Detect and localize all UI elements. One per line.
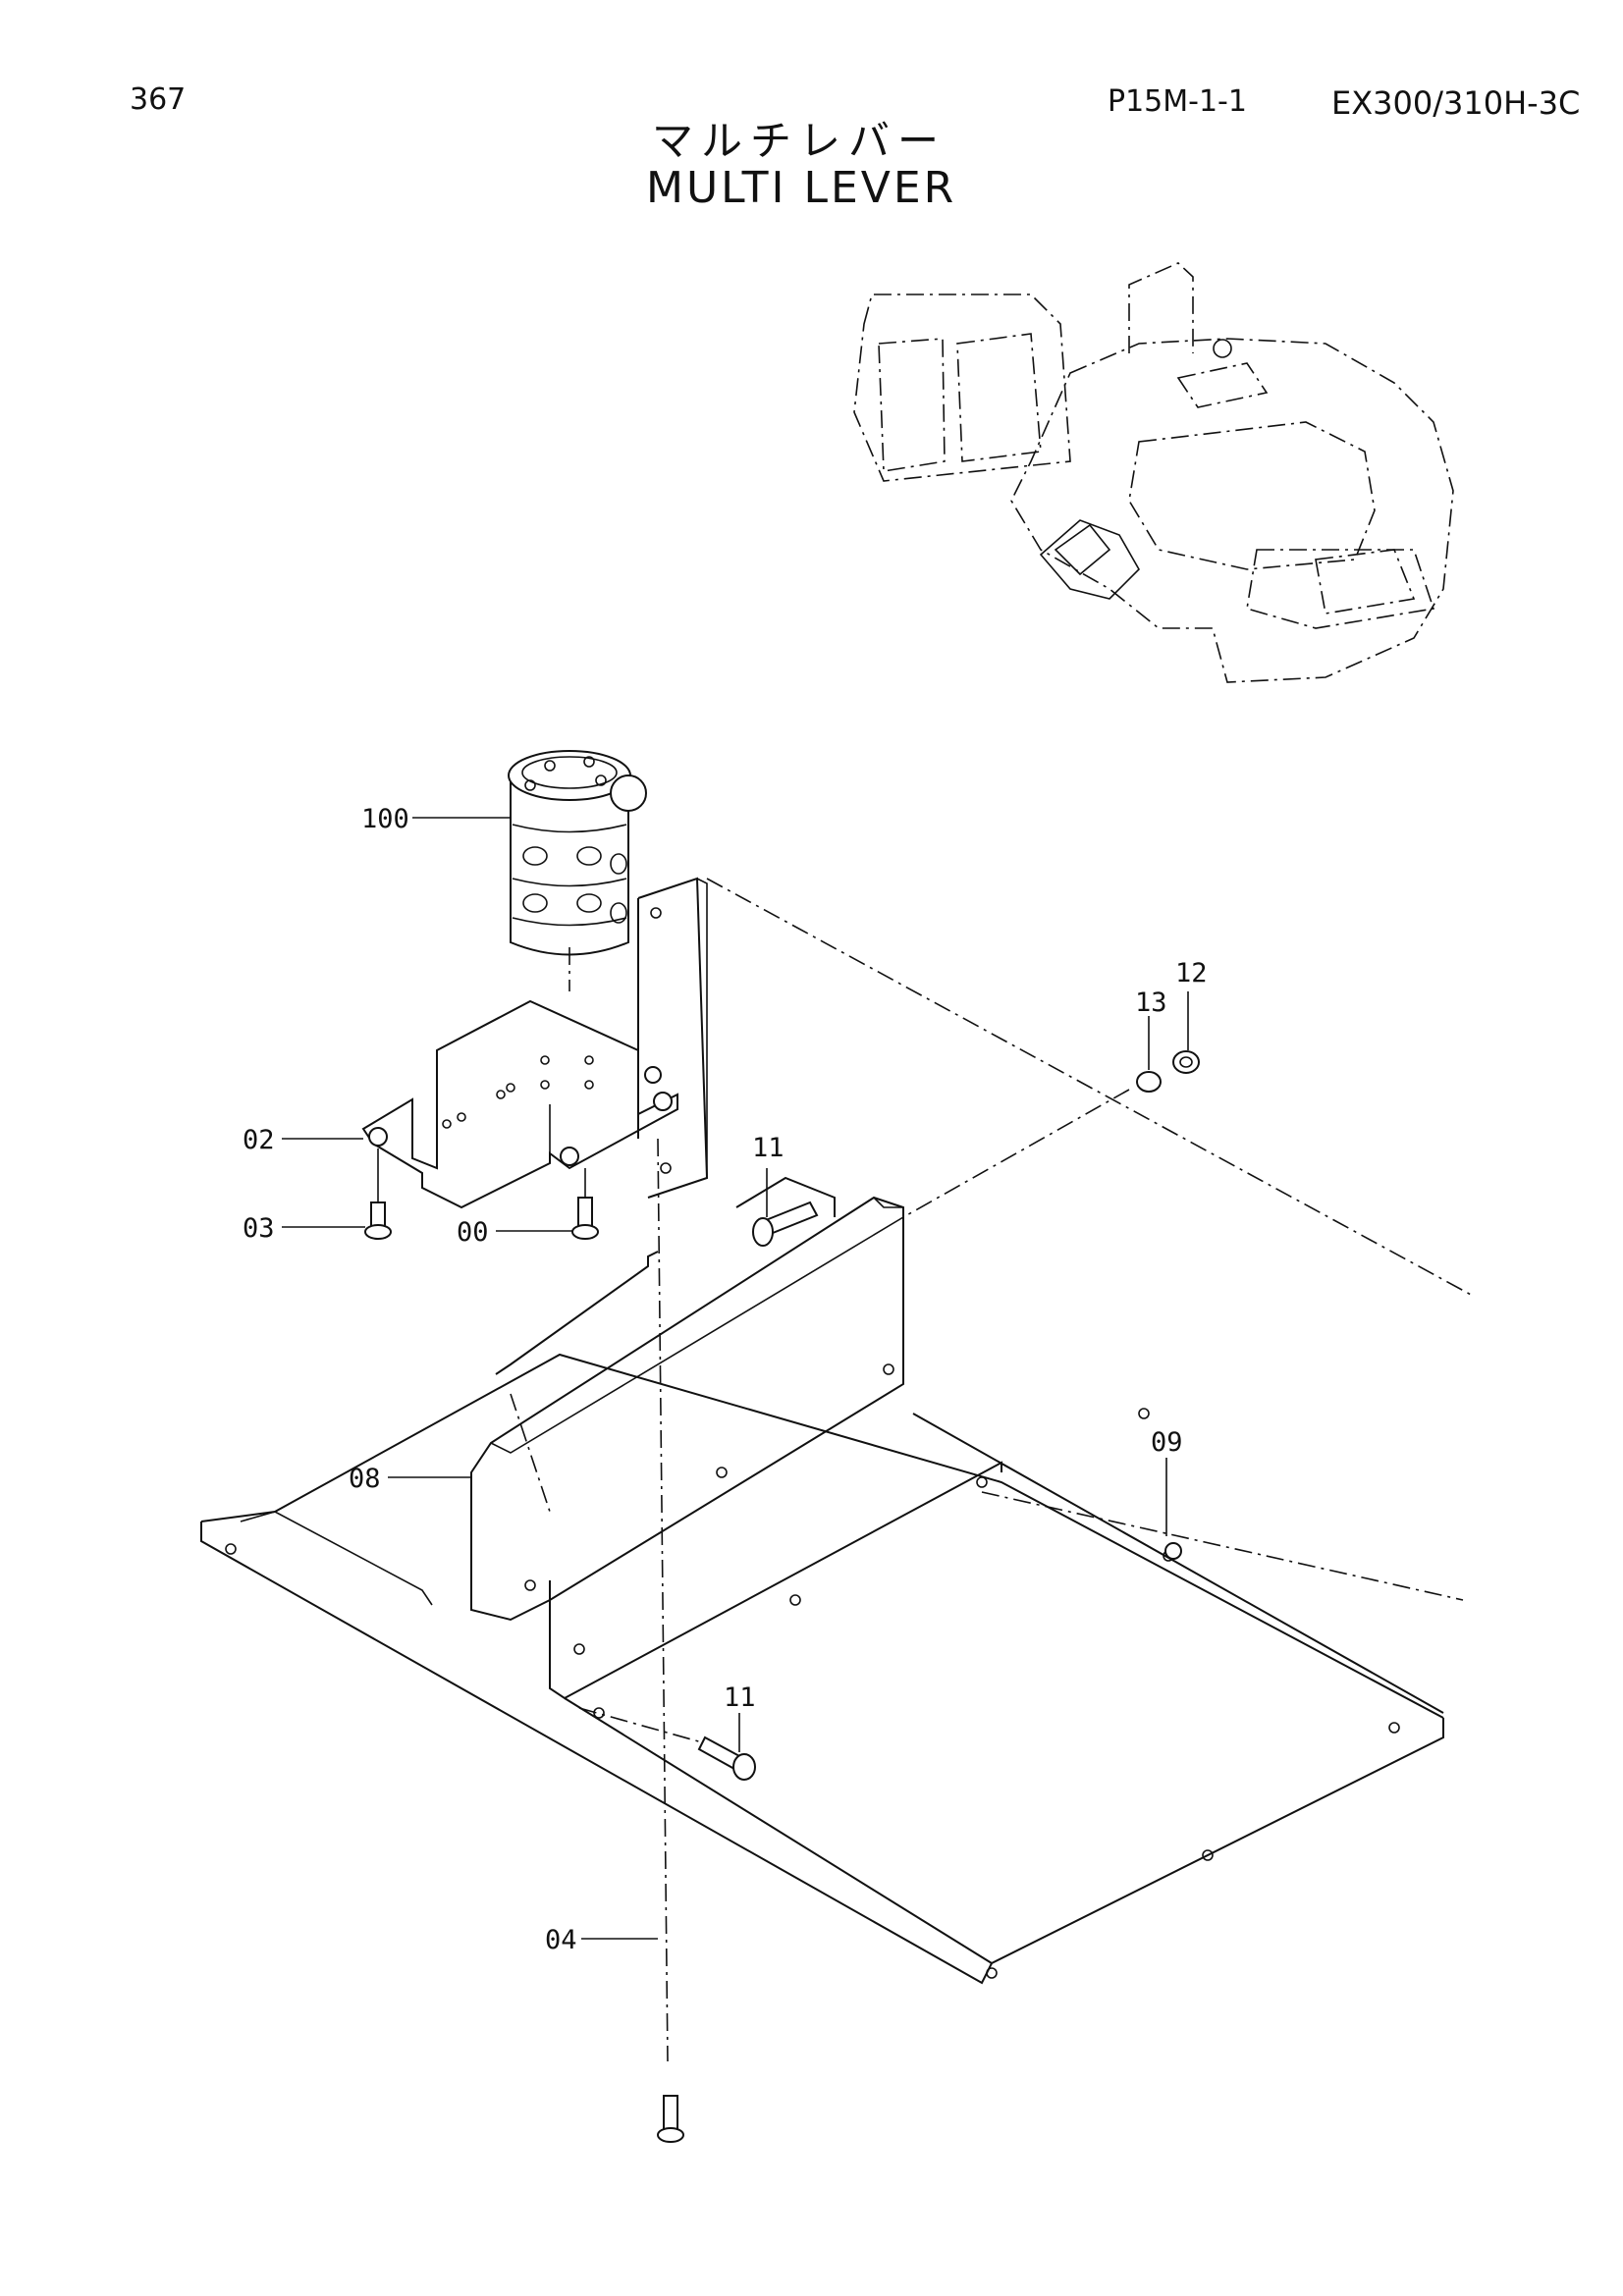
- callout-12: 12: [1175, 958, 1208, 988]
- callout-11-lower: 11: [724, 1682, 756, 1713]
- callout-13: 13: [1135, 988, 1167, 1018]
- callout-00: 00: [457, 1217, 489, 1248]
- mounting-bracket: [361, 999, 678, 1209]
- callout-08: 08: [349, 1464, 381, 1494]
- upright-plate: [637, 877, 1474, 1297]
- multi-lever-valve: [508, 750, 647, 991]
- page-title: MULTI LEVER: [646, 163, 957, 213]
- bolt-centerline: [657, 1138, 669, 2062]
- callout-04: 04: [545, 1925, 577, 1955]
- page-number: 367: [130, 82, 187, 117]
- callout-02: 02: [243, 1125, 275, 1155]
- callout-100: 100: [361, 804, 409, 834]
- callout-11-upper: 11: [752, 1133, 784, 1163]
- callout-03: 03: [243, 1213, 275, 1244]
- hardware-bolts: [364, 1050, 1200, 2143]
- excavator-overview-illustration: [853, 262, 1454, 683]
- leader-lines: [282, 817, 1189, 1940]
- model-number: EX300/310H-3C: [1331, 84, 1581, 122]
- page-code: P15M-1-1: [1108, 84, 1247, 119]
- callout-09: 09: [1151, 1427, 1183, 1458]
- floor-tray: [200, 1353, 1464, 1985]
- front-plate: [470, 1176, 904, 1622]
- page-title-japanese: マルチレバー: [652, 117, 947, 165]
